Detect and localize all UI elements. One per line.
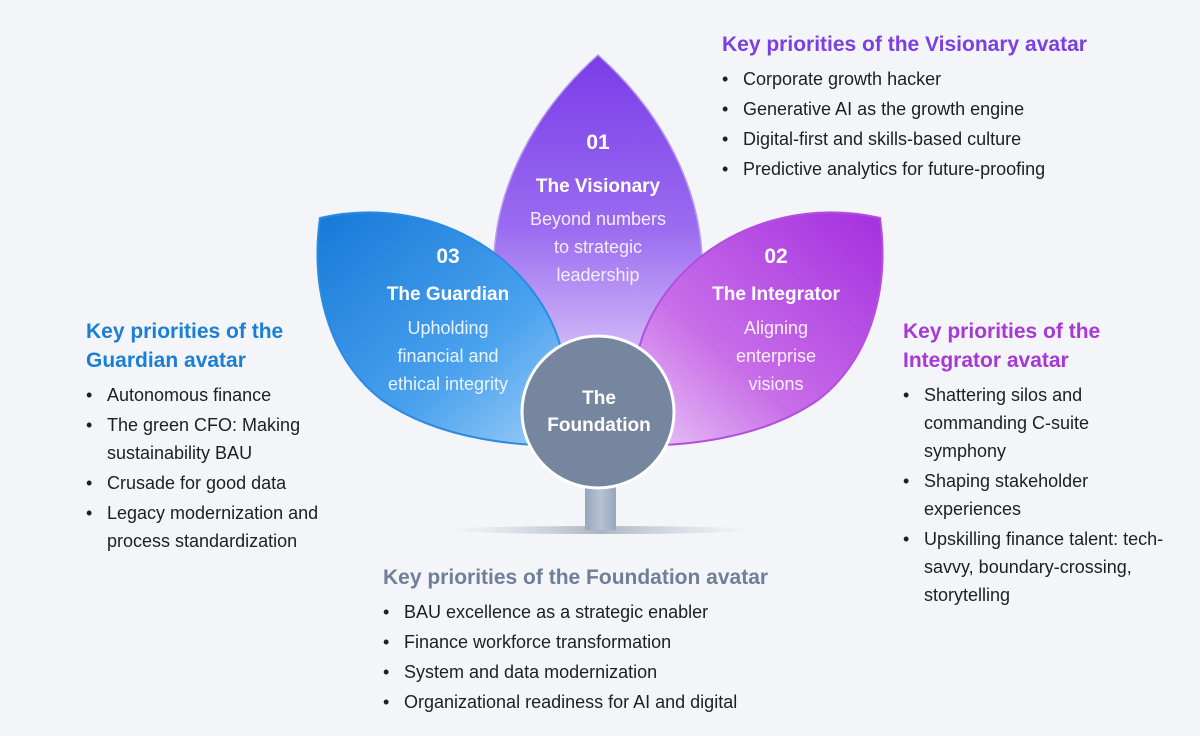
visionary-title: The Visionary (536, 176, 661, 197)
list-item: Organizational readiness for AI and digi… (383, 688, 903, 716)
guardian-desc-line: Upholding (407, 318, 488, 338)
visionary-number: 01 (586, 131, 610, 154)
foundation-priorities-panel: Key priorities of the Foundation avatar … (383, 563, 903, 718)
guardian-priorities-list: Autonomous finance The green CFO: Making… (86, 381, 346, 555)
visionary-priorities-title: Key priorities of the Visionary avatar (722, 33, 1087, 56)
list-item: System and data modernization (383, 658, 903, 686)
visionary-desc-line: leadership (556, 265, 639, 285)
integrator-desc-line: visions (748, 374, 803, 394)
visionary-desc-line: to strategic (554, 237, 642, 257)
integrator-priorities-panel: Key priorities of the Integrator avatar … (903, 317, 1173, 611)
foundation-label-line: Foundation (547, 415, 650, 436)
list-item: Generative AI as the growth engine (722, 95, 1182, 123)
foundation-priorities-list: BAU excellence as a strategic enabler Fi… (383, 598, 903, 716)
list-item: Finance workforce transformation (383, 628, 903, 656)
integrator-priorities-title: Key priorities of the Integrator avatar (903, 320, 1101, 372)
list-item: Upskilling finance talent: tech-savvy, b… (903, 525, 1173, 609)
list-item: Crusade for good data (86, 469, 346, 497)
list-item: BAU excellence as a strategic enabler (383, 598, 903, 626)
list-item: Legacy modernization and process standar… (86, 499, 346, 555)
guardian-desc-line: financial and (397, 346, 498, 366)
foundation-label-line: The (582, 388, 616, 409)
guardian-title: The Guardian (387, 284, 509, 305)
integrator-desc-line: Aligning (744, 318, 808, 338)
guardian-priorities-panel: Key priorities of the Guardian avatar Au… (86, 317, 346, 557)
integrator-desc-line: enterprise (736, 346, 816, 366)
integrator-number: 02 (764, 245, 787, 268)
list-item: Shaping stakeholder experiences (903, 467, 1173, 523)
visionary-priorities-panel: Key priorities of the Visionary avatar C… (722, 30, 1182, 185)
guardian-number: 03 (436, 245, 459, 268)
visionary-priorities-list: Corporate growth hacker Generative AI as… (722, 65, 1182, 183)
list-item: Predictive analytics for future-proofing (722, 155, 1182, 183)
integrator-title: The Integrator (712, 284, 840, 305)
visionary-desc-line: Beyond numbers (530, 209, 666, 229)
list-item: Shattering silos and commanding C-suite … (903, 381, 1173, 465)
list-item: Corporate growth hacker (722, 65, 1182, 93)
foundation-circle (520, 334, 676, 490)
list-item: Autonomous finance (86, 381, 346, 409)
guardian-priorities-title: Key priorities of the Guardian avatar (86, 320, 284, 372)
guardian-desc-line: ethical integrity (388, 374, 508, 394)
integrator-priorities-list: Shattering silos and commanding C-suite … (903, 381, 1173, 609)
foundation-priorities-title: Key priorities of the Foundation avatar (383, 566, 769, 589)
list-item: Digital-first and skills-based culture (722, 125, 1182, 153)
list-item: The green CFO: Making sustainability BAU (86, 411, 346, 467)
